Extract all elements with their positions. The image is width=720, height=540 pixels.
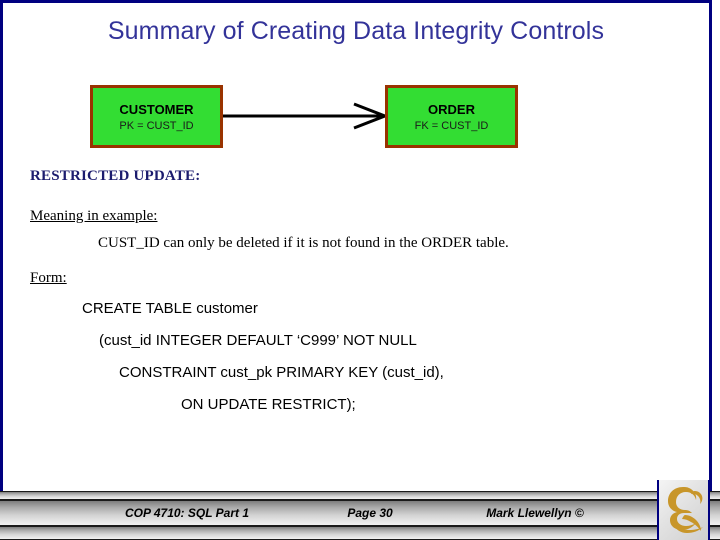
form-label: Form: <box>30 270 67 286</box>
entity-order-name: ORDER <box>428 102 475 117</box>
restricted-update-heading: RESTRICTED UPDATE: <box>30 168 201 184</box>
meaning-label: Meaning in example: <box>30 208 158 224</box>
footer-bar-middle <box>0 500 720 526</box>
relationship-connector <box>223 102 386 130</box>
meaning-body-text: CUST_ID can only be deleted if it is not… <box>98 235 509 251</box>
footer-page-number: Page 30 <box>347 506 393 520</box>
footer-bar-top <box>0 491 720 500</box>
sql-line-2: (cust_id INTEGER DEFAULT ‘C999’ NOT NULL <box>99 332 417 349</box>
slide-footer: COP 4710: SQL Part 1 Page 30 Mark Llewel… <box>0 489 720 540</box>
entity-order: ORDER FK = CUST_ID <box>385 85 518 148</box>
sql-line-1: CREATE TABLE customer <box>82 300 258 317</box>
slide-border-top <box>0 0 712 3</box>
slide-border-left <box>0 0 3 492</box>
footer-course-label: COP 4710: SQL Part 1 <box>124 506 250 520</box>
pegasus-icon <box>668 487 703 533</box>
footer-author-label: Mark Llewellyn © <box>486 506 584 520</box>
er-diagram: CUSTOMER PK = CUST_ID ORDER FK = CUST_ID <box>0 0 720 165</box>
ucf-pegasus-logo <box>657 480 710 540</box>
slide-border-right <box>709 0 712 492</box>
entity-customer: CUSTOMER PK = CUST_ID <box>90 85 223 148</box>
entity-order-key: FK = CUST_ID <box>414 120 489 132</box>
sql-line-3: CONSTRAINT cust_pk PRIMARY KEY (cust_id)… <box>119 364 444 381</box>
page-title: Summary of Creating Data Integrity Contr… <box>107 17 605 45</box>
sql-line-4: ON UPDATE RESTRICT); <box>181 396 356 413</box>
entity-customer-name: CUSTOMER <box>119 102 194 117</box>
entity-customer-key: PK = CUST_ID <box>119 120 194 132</box>
footer-bar-bottom <box>0 526 720 540</box>
